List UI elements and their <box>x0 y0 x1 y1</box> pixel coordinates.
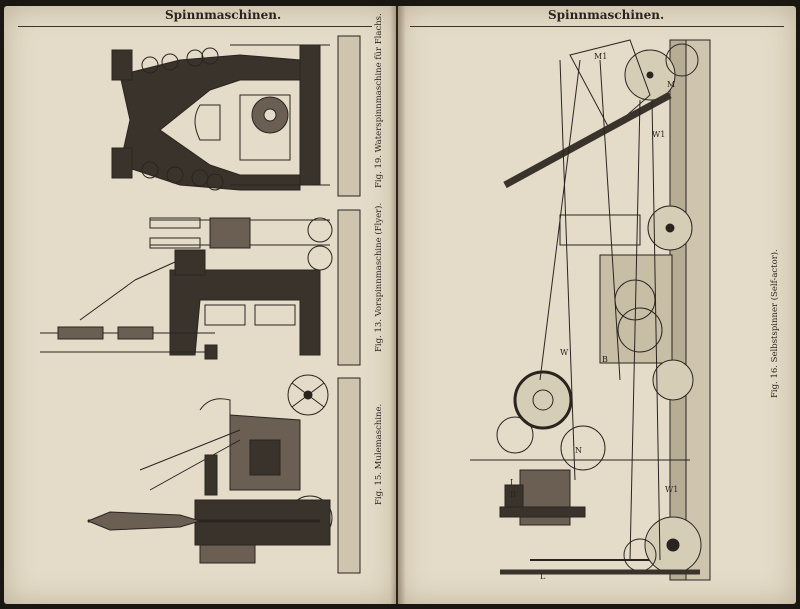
fig15-engraving <box>86 374 361 574</box>
right-page-title: Spinnmaschinen. <box>548 8 665 22</box>
left-title-rule <box>18 26 372 27</box>
fig13-caption: Fig. 13. Vorspinnmaschine (Flyer). <box>374 202 384 352</box>
fig16-engraving <box>470 39 711 581</box>
label-ii: II <box>510 490 517 499</box>
label-b: B <box>602 355 608 364</box>
fig19-caption: Fig. 19. Waterspinnmaschine für Flachs. <box>374 13 384 188</box>
label-w: W <box>560 348 569 357</box>
left-page-title: Spinnmaschinen. <box>165 8 282 22</box>
label-m1: M1 <box>594 52 608 61</box>
label-w1-top: W1 <box>652 130 666 139</box>
right-title-rule <box>410 26 784 27</box>
label-m: M <box>667 80 676 89</box>
label-w1-bottom: W1 <box>665 485 679 494</box>
fig13-engraving <box>40 209 361 366</box>
fig19-engraving <box>111 35 361 197</box>
book-gutter <box>390 6 406 604</box>
label-i: I <box>510 478 514 487</box>
fig16-caption: Fig. 16. Selbstspinner (Self-actor). <box>770 249 780 398</box>
label-l: L <box>540 572 546 581</box>
label-n: N <box>575 446 582 455</box>
fig15-caption: Fig. 15. Mulemaschine. <box>374 403 384 505</box>
